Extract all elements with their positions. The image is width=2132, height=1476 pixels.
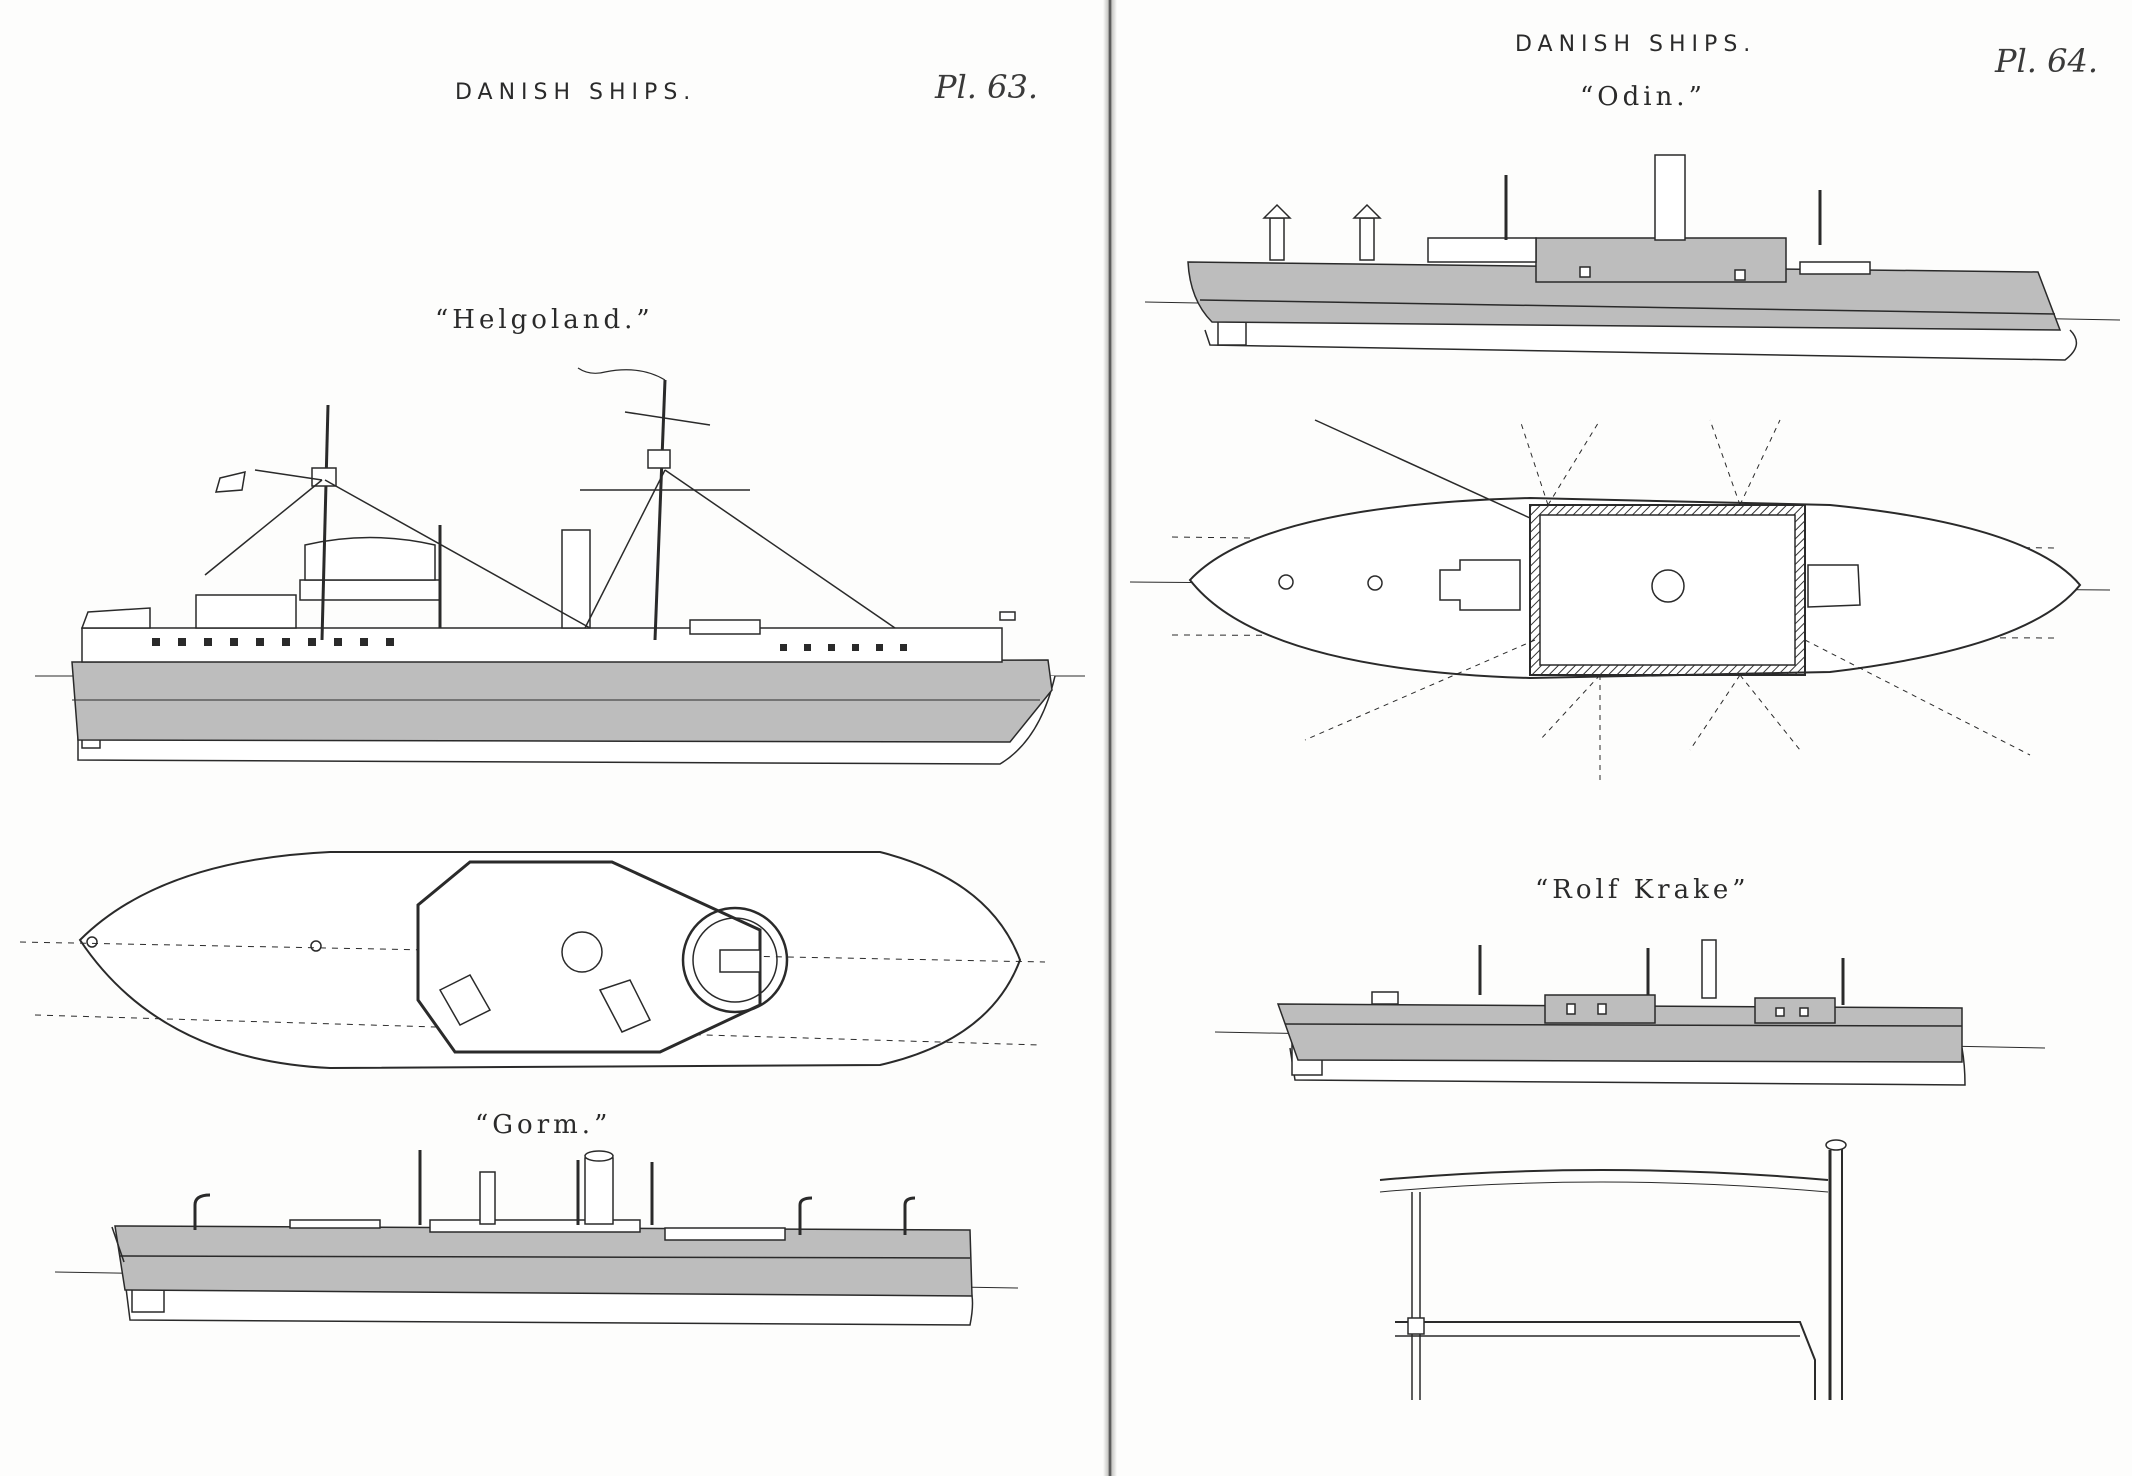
ship-name-odin: “Odin.” [1580,82,1706,112]
helgoland-plan-view [19,851,1046,1070]
odin-plan-view [1129,419,2111,780]
turret-section-view [1379,1139,1847,1400]
ship-name-rolf-krake: “Rolf Krake” [1535,875,1750,905]
left-plate-number: Pl. 63. [935,68,1038,106]
right-page-header: DANISH SHIPS. [1515,32,1757,57]
book-gutter [1103,0,1117,1476]
right-plate-number: Pl. 64. [1995,42,2098,80]
gorm-side-view [54,1150,1019,1326]
left-page-header: DANISH SHIPS. [455,80,697,105]
ship-name-gorm: “Gorm.” [475,1110,612,1140]
ship-name-helgoland: “Helgoland.” [435,305,654,335]
odin-side-view [1144,154,2121,361]
helgoland-side-view [35,367,1085,765]
rolf-krake-side-view [1214,939,2046,1086]
